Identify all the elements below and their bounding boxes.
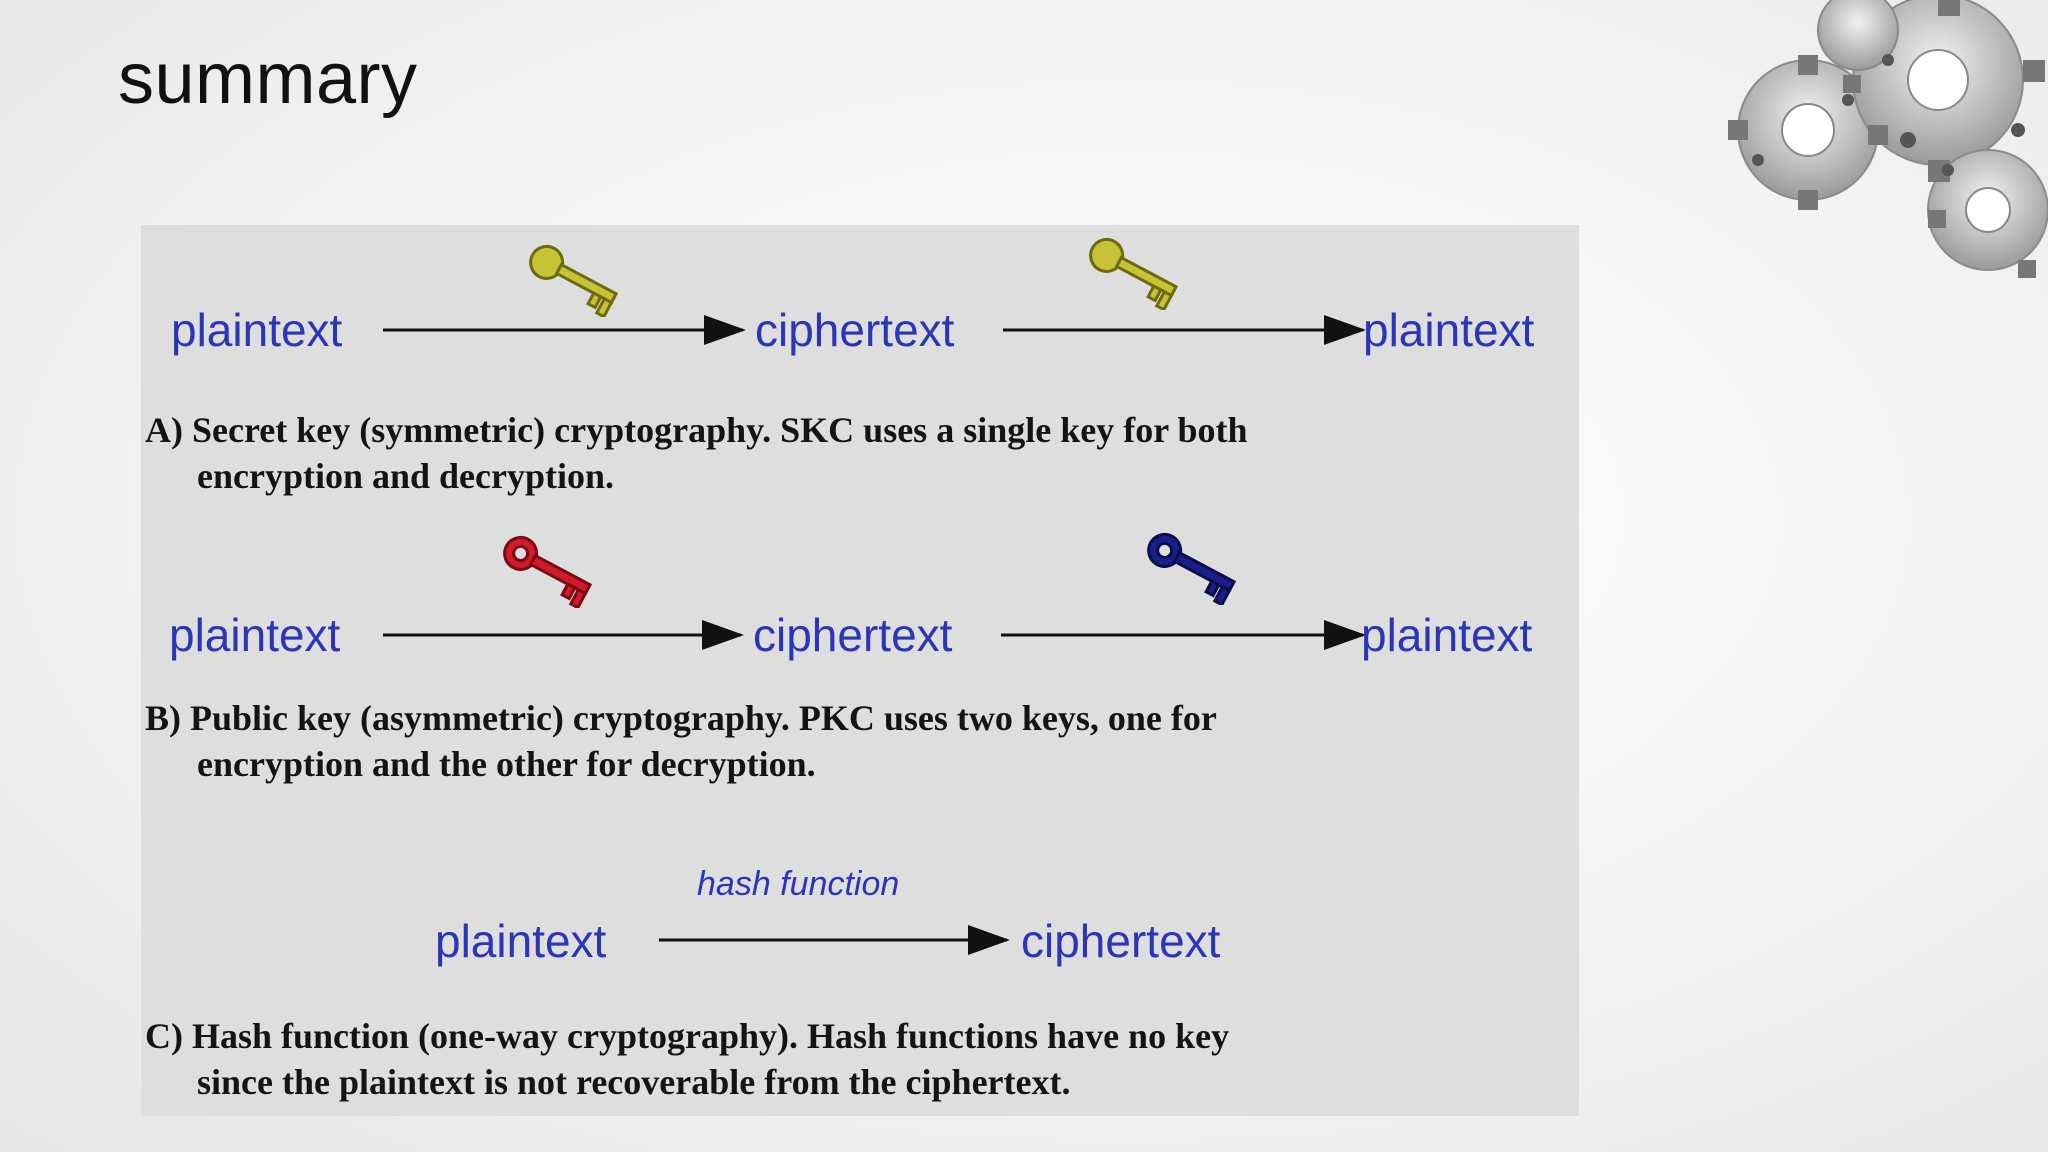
key-icon	[1089, 237, 1179, 310]
caption-hash-function: C) Hash function (one-way cryptography).…	[145, 1013, 1229, 1105]
flow-label-plaintext: plaintext	[169, 609, 341, 661]
key-icon	[1147, 532, 1237, 605]
key-icon	[529, 244, 619, 317]
flow-label-plaintext: plaintext	[171, 304, 343, 356]
key-icon	[503, 535, 593, 608]
caption-line: C) Hash function (one-way cryptography).…	[145, 1016, 1230, 1056]
cryptography-diagram: plaintext ciphertext plaintext A) Secret…	[141, 225, 1579, 1116]
flow-label-ciphertext: ciphertext	[1021, 915, 1221, 967]
flow-label-plaintext: plaintext	[1361, 609, 1533, 661]
hash-function-label: hash function	[697, 865, 900, 903]
flow-label-plaintext: plaintext	[435, 915, 607, 967]
flow-label-ciphertext: ciphertext	[753, 609, 953, 661]
flow-label-ciphertext: ciphertext	[755, 304, 955, 356]
caption-line: B) Public key (asymmetric) cryptography.…	[145, 698, 1217, 738]
flow-label-plaintext: plaintext	[1363, 304, 1535, 356]
arrows-layer	[383, 315, 1366, 955]
caption-line: since the plaintext is not recoverable f…	[197, 1062, 1071, 1102]
caption-line: encryption and the other for decryption.	[197, 744, 816, 784]
slide-title: summary	[118, 39, 418, 119]
caption-secret-key: A) Secret key (symmetric) cryptography. …	[145, 407, 1248, 499]
gears-decoration-icon	[1728, 0, 2048, 278]
caption-public-key: B) Public key (asymmetric) cryptography.…	[145, 695, 1217, 787]
caption-line: A) Secret key (symmetric) cryptography. …	[145, 410, 1248, 450]
caption-line: encryption and decryption.	[197, 456, 615, 496]
